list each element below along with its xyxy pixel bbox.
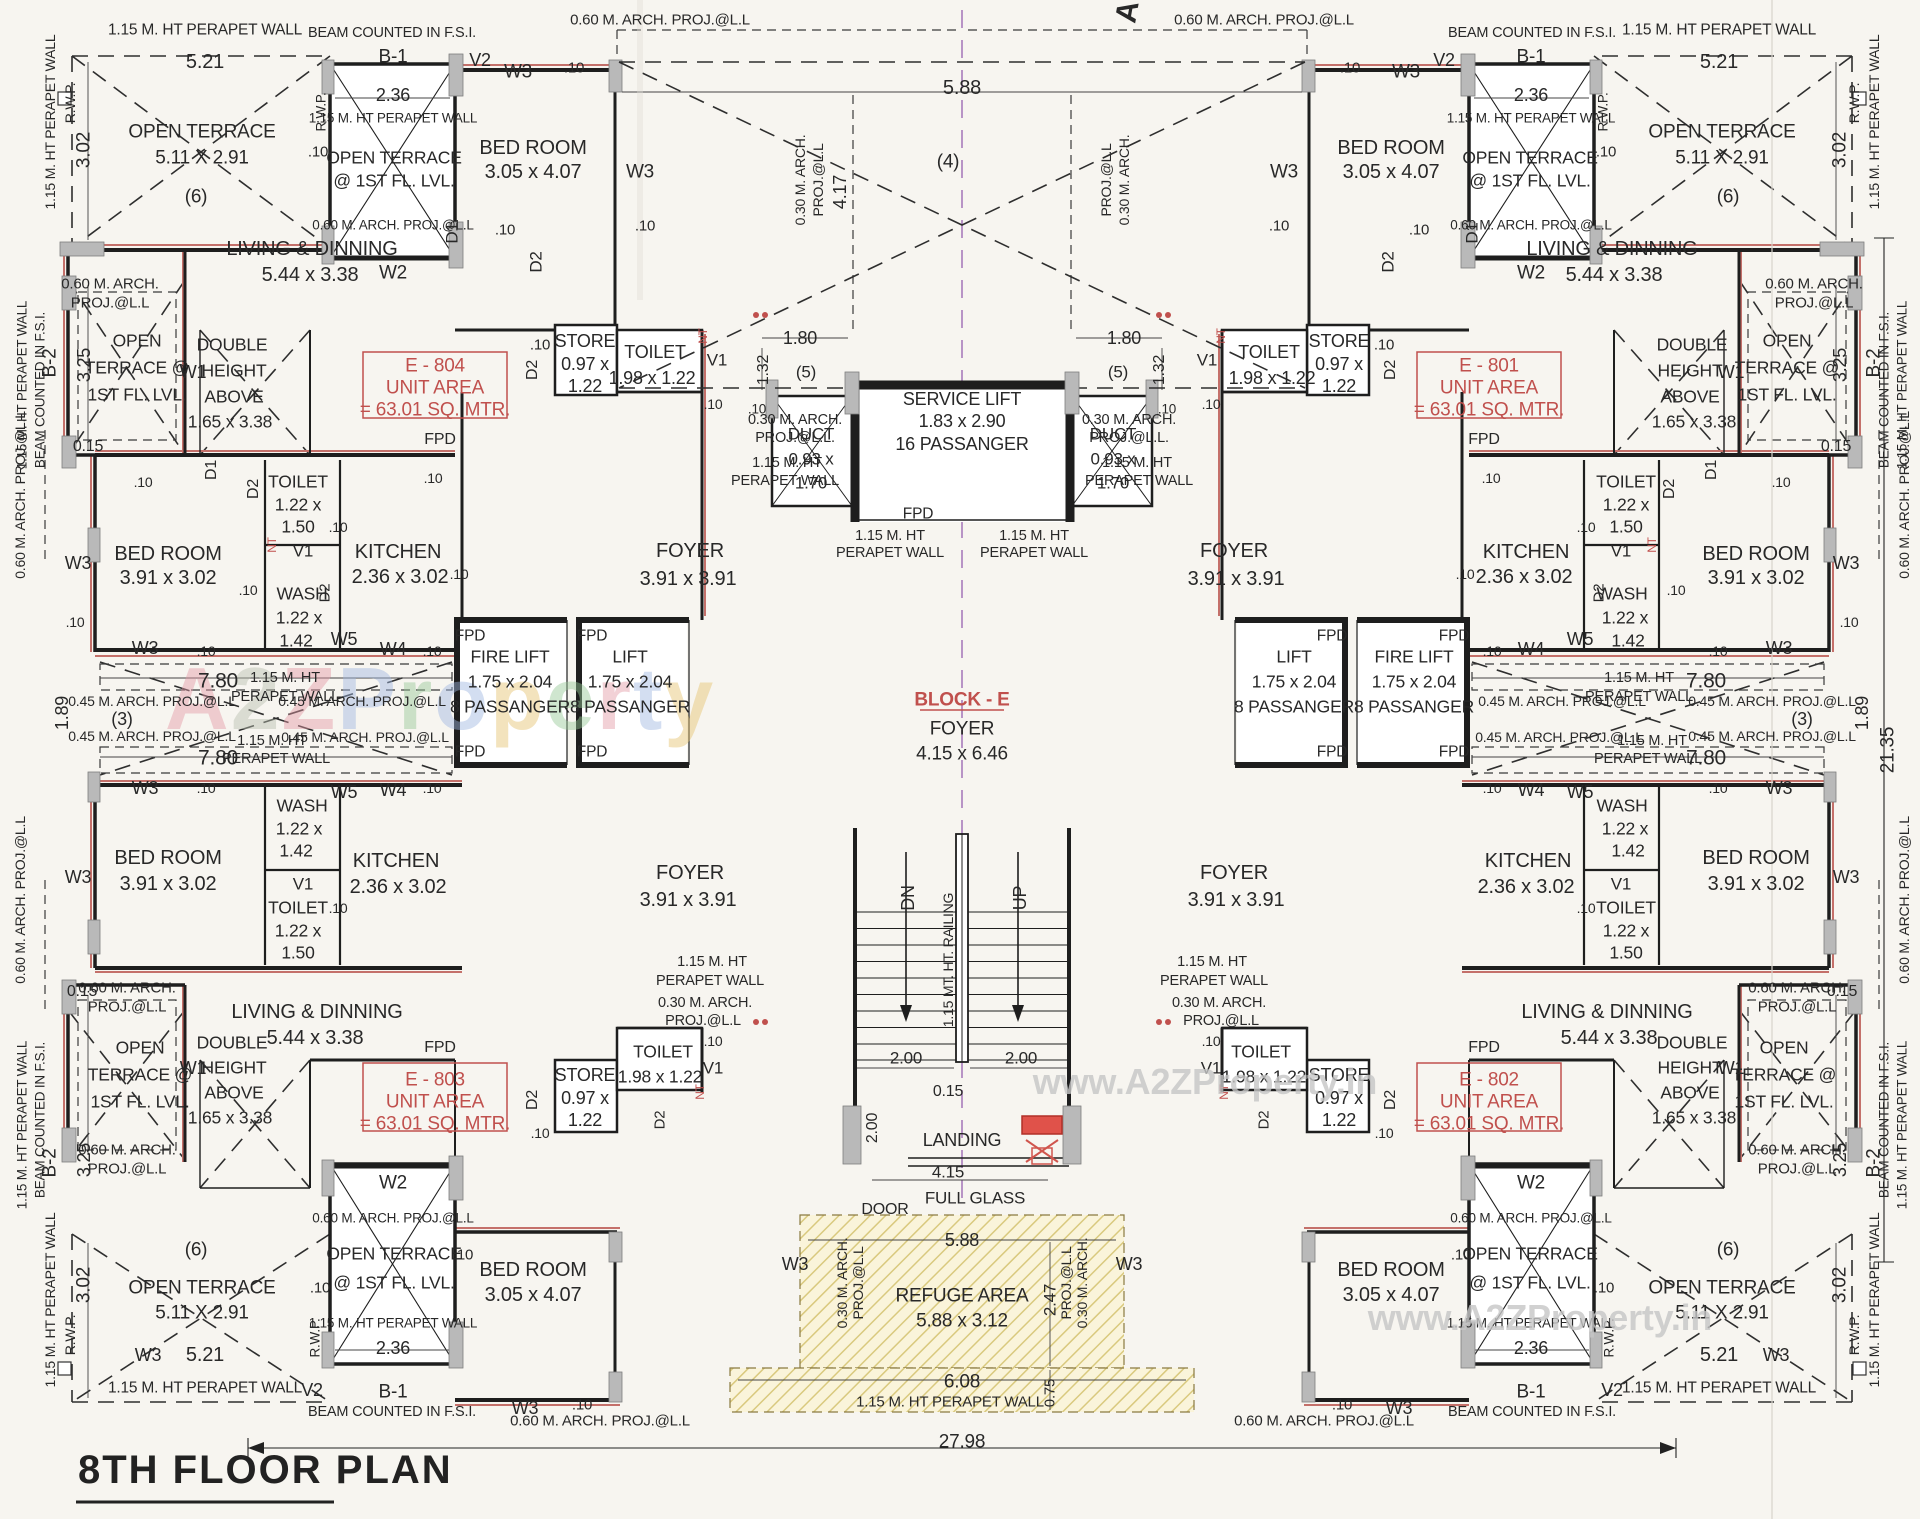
watermark-letter: e bbox=[545, 649, 597, 748]
floor-plan-title: 8TH FLOOR PLAN bbox=[78, 1448, 453, 1492]
watermark-letter: t bbox=[632, 649, 665, 748]
watermark-letter: A bbox=[165, 649, 231, 748]
watermark-letter: Z bbox=[281, 649, 338, 748]
watermark-letter: o bbox=[434, 649, 490, 748]
watermark-letter: P bbox=[337, 649, 398, 748]
watermark-letter: 2 bbox=[230, 649, 282, 748]
fire-cabinet-icon bbox=[1021, 1115, 1063, 1165]
watermark-letter: p bbox=[490, 649, 546, 748]
watermark-letter: y bbox=[664, 649, 716, 748]
watermark-letter: r bbox=[397, 649, 435, 748]
watermark-letter: r bbox=[596, 649, 633, 748]
